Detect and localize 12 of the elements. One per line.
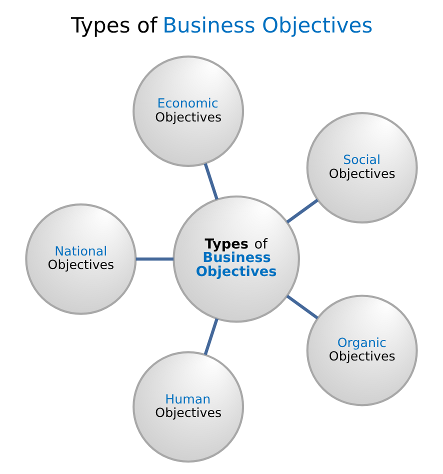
connector (286, 198, 319, 224)
node-circle: Human Objectives (132, 351, 244, 463)
connector (204, 163, 218, 200)
node-circle: Organic Objectives (306, 294, 418, 406)
node-circle: National Objectives (25, 203, 137, 315)
connector (204, 318, 218, 356)
connector (136, 258, 174, 261)
diagram-title: Types of Business Objectives (71, 12, 373, 38)
node-circle: Social Objectives (306, 112, 418, 224)
node-circle: Types of Business Objectives (172, 195, 300, 323)
connector (286, 294, 319, 320)
node-circle: Economic Objectives (132, 56, 244, 168)
